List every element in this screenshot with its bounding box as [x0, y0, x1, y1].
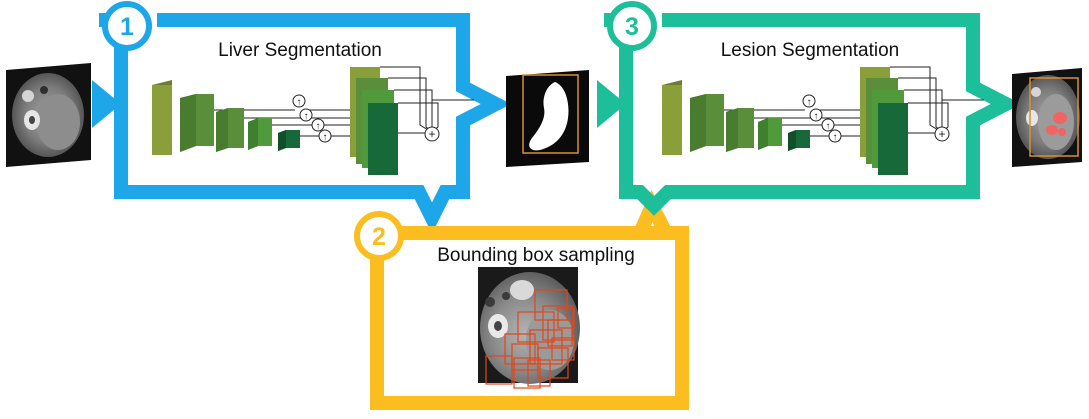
stage-1-frame	[99, 13, 512, 234]
upsample-op	[299, 108, 313, 122]
merge-symbol: +	[938, 127, 945, 141]
stage-1-liver-segmentation: 1 Liver Segmentation	[92, 1, 512, 234]
sample-box	[542, 305, 574, 341]
encoder-layer	[152, 85, 172, 155]
stage-3-title: Lesion Segmentation	[721, 40, 900, 61]
upsample-symbol: ↑	[833, 132, 838, 143]
encoder-layer-side	[690, 94, 706, 152]
upsample-op	[802, 94, 816, 108]
input-ct-image	[6, 63, 91, 167]
sample-box	[527, 359, 551, 387]
ct-organ	[510, 280, 534, 300]
lesion-output-image	[1012, 68, 1082, 167]
output-line	[431, 99, 474, 127]
decoder-layer	[368, 103, 398, 175]
merge-line	[890, 66, 939, 131]
stage-2-ct-image	[478, 267, 580, 384]
stage-1-decoder	[350, 67, 398, 175]
sample-box	[547, 319, 573, 347]
liver-mask	[529, 82, 569, 151]
encoder-layer	[662, 85, 682, 155]
stage-1-upsample-ops: ↑ ↑ ↑ ↑ +	[292, 94, 440, 143]
stage-1-badge	[102, 1, 152, 51]
ct-organ	[1031, 87, 1041, 97]
lesion-mark	[1046, 125, 1058, 135]
stage-1-arrow-in	[92, 80, 121, 128]
lesion-mark	[1053, 112, 1067, 124]
stage-1-title: Liver Segmentation	[218, 40, 382, 61]
liver-mask-image	[506, 70, 589, 167]
upsample-op	[292, 94, 306, 108]
sample-box	[529, 329, 563, 365]
stage-3-badge	[607, 1, 657, 51]
ct-spine-core	[29, 116, 35, 124]
sample-box	[513, 357, 541, 389]
encoder-layer-side	[216, 108, 228, 152]
sample-box	[537, 347, 569, 379]
upsample-symbol: ↑	[323, 132, 328, 143]
upsample-symbol: ↑	[297, 97, 302, 108]
upsample-op	[318, 129, 332, 143]
encoder-layer-side	[180, 94, 196, 152]
ct-bowel	[502, 292, 510, 300]
ct-spine	[1026, 110, 1038, 126]
sample-box	[485, 355, 513, 385]
stage-2-number: 2	[372, 223, 386, 251]
ct-bowel	[40, 86, 48, 94]
stage-3-frame	[604, 13, 1022, 216]
decoder-layer	[878, 103, 908, 175]
upsample-symbol: ↑	[826, 121, 831, 132]
upsample-op	[821, 118, 835, 132]
sample-box	[551, 337, 575, 361]
merge-symbol: +	[428, 127, 435, 141]
sample-box	[504, 333, 536, 365]
upsample-op	[828, 129, 842, 143]
encoder-layer-side	[248, 118, 258, 150]
upsample-symbol: ↑	[814, 111, 819, 122]
stage-3-lesion-segmentation: 3 Lesion Segmentation	[597, 1, 1022, 216]
merge-op	[424, 126, 440, 142]
upsample-op	[311, 118, 325, 132]
upsample-op	[809, 108, 823, 122]
sample-box	[557, 307, 575, 329]
liver-roi-box	[522, 74, 579, 154]
stage-2-bounding-box-sampling: 2 Bounding box sampling	[354, 189, 689, 410]
encoder-layer-side	[278, 130, 286, 151]
merge-op	[934, 126, 950, 142]
lesion-mark	[1058, 128, 1066, 136]
encoder-layer-side	[726, 108, 738, 152]
stage-2-badge	[354, 211, 404, 261]
sample-box	[517, 311, 555, 343]
output-line	[941, 99, 984, 127]
stage-3-upsample-ops: ↑ ↑ ↑ ↑ +	[802, 94, 950, 143]
stage-2-sampled-boxes	[485, 289, 575, 389]
upsample-symbol: ↑	[304, 111, 309, 122]
merge-line	[380, 66, 429, 131]
stage-1-encoder	[152, 80, 300, 155]
liver-roi-box	[1029, 77, 1079, 157]
upsample-symbol: ↑	[807, 97, 812, 108]
ct-organ	[22, 90, 34, 102]
upsample-symbol: ↑	[316, 121, 321, 132]
stage-1-number: 1	[120, 13, 134, 41]
encoder-layer-side	[788, 130, 796, 151]
stage-3-decoder	[860, 67, 908, 175]
stage-3-number: 3	[625, 13, 639, 41]
ct-liver	[36, 94, 80, 150]
stage-2-title: Bounding box sampling	[437, 245, 635, 266]
ct-bowel	[485, 297, 495, 307]
stage-3-encoder	[662, 80, 810, 155]
encoder-layer-side	[758, 118, 768, 150]
ct-spine-core	[494, 321, 502, 331]
stage-3-arrow-in	[597, 80, 626, 128]
